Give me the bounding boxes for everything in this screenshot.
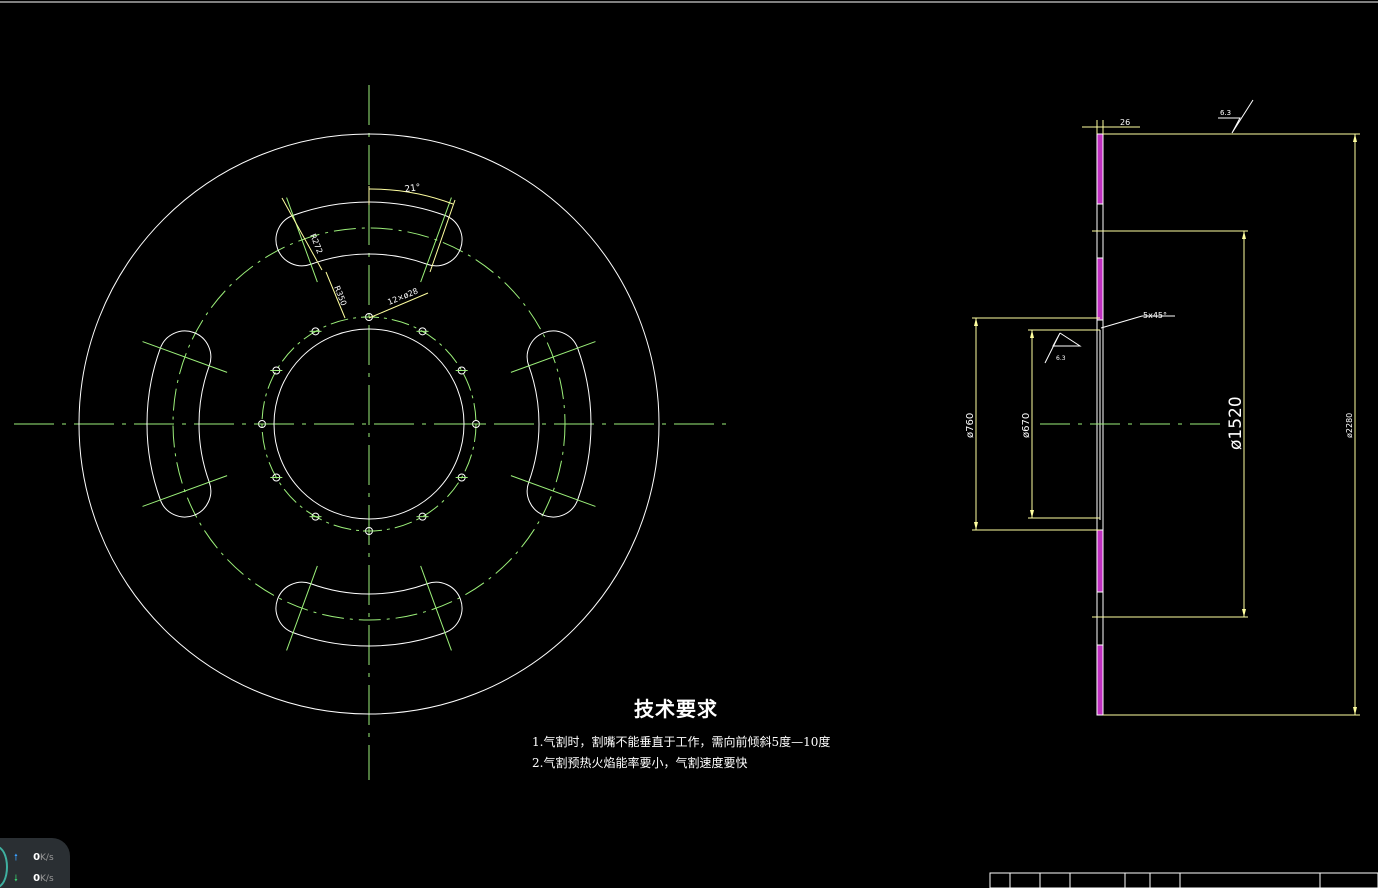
plate-section-bottom: [1096, 644, 1104, 716]
slot-end-centerline: [286, 565, 318, 651]
plate-section-top: [1096, 133, 1104, 205]
slot-end-centerline: [420, 565, 452, 651]
angle-dimension-arc: [368, 188, 454, 205]
slot-end-centerline: [142, 475, 228, 507]
slot-end-centerline: [286, 197, 318, 283]
plate-section-mid-bottom: [1096, 529, 1104, 593]
network-speed-widget[interactable]: 🠕 0K/s 🠗 0K/s: [0, 838, 70, 888]
slot-pitch-circle: [172, 227, 566, 621]
dia-hub-inner-label: ø670: [1021, 413, 1032, 438]
slot-end-centerline: [420, 197, 452, 283]
dia-hub-outer-label: ø760: [965, 413, 976, 438]
chamfer-label: 5x45°: [1143, 311, 1167, 320]
r272-label: R272: [308, 232, 324, 255]
roughness-symbol-hub: [1044, 332, 1082, 364]
r350-label: R350: [332, 284, 348, 307]
download-row: 🠗 0K/s: [14, 871, 54, 887]
angle-label: 21°: [404, 183, 421, 195]
slot-end-centerline: [510, 341, 596, 373]
slot-end-centerline: [142, 341, 228, 373]
roughness-hub-label: 6.3: [1056, 355, 1066, 362]
plate-section-mid-top: [1096, 257, 1104, 321]
side-view: [972, 99, 1360, 716]
tech-requirements-title: 技术要求: [634, 697, 718, 721]
thickness-label: 26: [1120, 118, 1130, 127]
center-bore-circle: [273, 328, 465, 520]
widget-ring-icon: [0, 846, 8, 888]
roughness-top-label: 6.3: [1220, 109, 1231, 117]
upload-value: 0: [33, 852, 41, 863]
download-unit: K/s: [40, 874, 54, 884]
upload-arrow-icon: 🠕: [14, 853, 18, 863]
r350-leader: [325, 271, 346, 319]
roughness-symbol-top: [1218, 99, 1254, 134]
angle-extension-line-2: [429, 199, 456, 273]
kidney-slots: [142, 197, 596, 651]
front-view: [14, 85, 732, 780]
download-value: 0: [33, 873, 41, 884]
bolt-holes: [256, 313, 482, 535]
dia-mid-label: ø1520: [1226, 396, 1246, 450]
download-arrow-icon: 🠗: [14, 874, 18, 884]
dia-outer-label: ø2280: [1345, 413, 1354, 438]
tech-requirement-2: 2.气割预热火焰能率要小，气割速度要快: [532, 756, 748, 770]
title-block-frame: [989, 872, 1378, 888]
upload-unit: K/s: [40, 853, 54, 863]
bolt-hole-leader: [368, 292, 429, 319]
outer-disc-circle: [78, 133, 660, 715]
upload-row: 🠕 0K/s: [14, 850, 54, 866]
title-block-fragment: [989, 872, 1378, 888]
r272-leader: [281, 197, 323, 271]
tech-requirement-1: 1.气割时，割嘴不能垂直于工作，需向前倾斜5度—10度: [532, 735, 831, 749]
slot-end-centerline: [510, 475, 596, 507]
chamfer-leader: [1100, 315, 1143, 329]
